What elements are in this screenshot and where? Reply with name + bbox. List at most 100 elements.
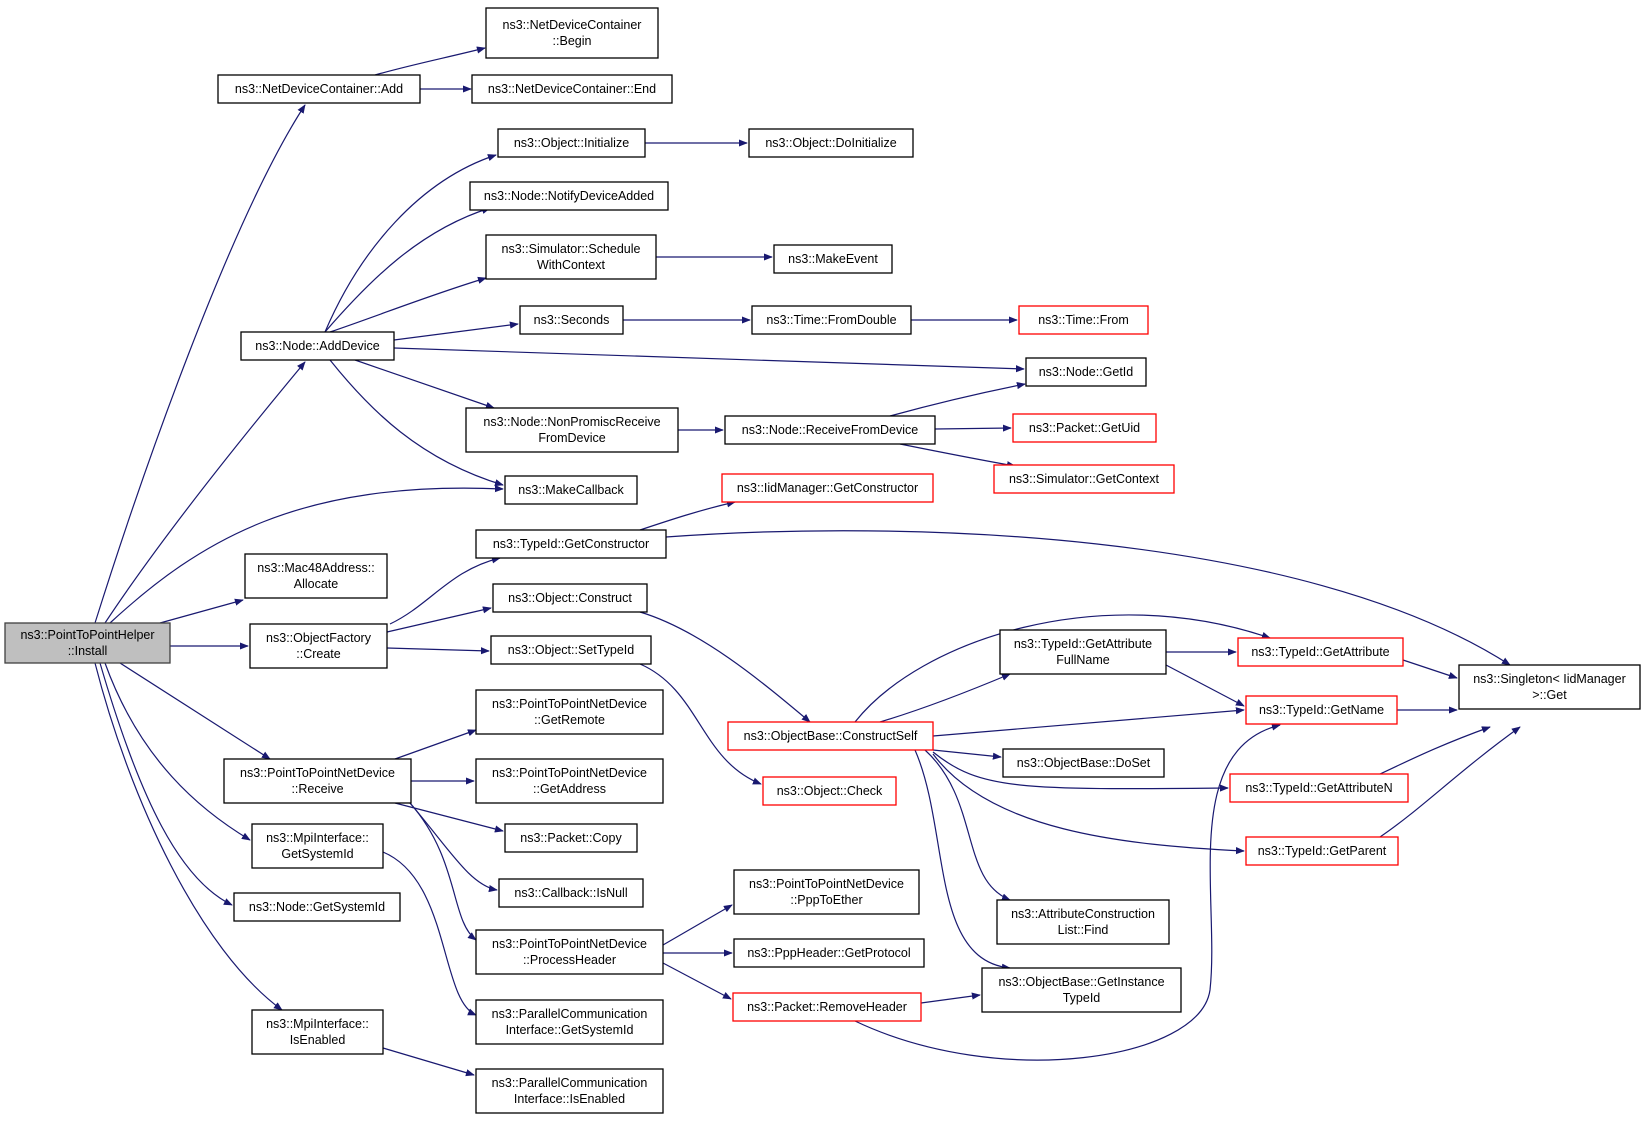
- edge-adddevice-to-nonpromisc: [354, 359, 495, 409]
- node-ndc_add[interactable]: ns3::NetDeviceContainer::Add: [217, 74, 421, 104]
- node-pppgetproto[interactable]: ns3::PppHeader::GetProtocol: [733, 938, 925, 968]
- node-label-line: ns3::Packet::RemoveHeader: [747, 1000, 907, 1014]
- node-mpi_isenabled[interactable]: ns3::MpiInterface::IsEnabled: [251, 1009, 384, 1055]
- node-objfactory[interactable]: ns3::ObjectFactory::Create: [249, 623, 388, 669]
- node-objcheck[interactable]: ns3::Object::Check: [762, 776, 897, 806]
- node-obj_doinit[interactable]: ns3::Object::DoInitialize: [748, 128, 914, 158]
- node-getcontext[interactable]: ns3::Simulator::GetContext: [993, 464, 1175, 494]
- edge-objfactory-to-tid_getctor: [389, 556, 501, 625]
- node-box: [1025, 357, 1147, 387]
- node-box: [249, 623, 388, 669]
- node-label-line: ns3::Object::DoInitialize: [765, 136, 896, 150]
- node-getparent[interactable]: ns3::TypeId::GetParent: [1245, 836, 1399, 866]
- node-constructself[interactable]: ns3::ObjectBase::ConstructSelf: [727, 721, 934, 751]
- node-box: [1018, 305, 1149, 335]
- node-iidgetctor[interactable]: ns3::IidManager::GetConstructor: [721, 473, 934, 503]
- node-label-line: ns3::Node::AddDevice: [255, 339, 379, 353]
- node-parallel_getsys[interactable]: ns3::ParallelCommunicationInterface::Get…: [475, 999, 664, 1045]
- node-doset[interactable]: ns3::ObjectBase::DoSet: [1002, 748, 1165, 778]
- edge-mpi_getsys-to-parallel_getsys: [382, 851, 477, 1016]
- edges-layer: [94, 46, 1521, 1077]
- node-label-line: ::Receive: [291, 782, 343, 796]
- node-receive[interactable]: ns3::PointToPointNetDevice::Receive: [223, 758, 412, 804]
- node-label-line: ns3::Packet::Copy: [520, 831, 622, 845]
- edge-install-to-ndc_add: [94, 104, 306, 624]
- node-box: [721, 473, 934, 503]
- node-label-line: ns3::PointToPointNetDevice: [240, 766, 395, 780]
- node-box: [727, 721, 934, 751]
- edge-getattrn-to-singleton: [1379, 726, 1491, 775]
- node-label-line: ::Begin: [553, 34, 592, 48]
- node-obj_init[interactable]: ns3::Object::Initialize: [497, 128, 646, 158]
- node-label-line: ns3::Seconds: [534, 313, 610, 327]
- node-makecallback[interactable]: ns3::MakeCallback: [504, 475, 638, 505]
- node-label-line: ns3::Object::Initialize: [514, 136, 629, 150]
- node-label-line: Interface::GetSystemId: [506, 1023, 634, 1037]
- node-getremote[interactable]: ns3::PointToPointNetDevice::GetRemote: [475, 689, 664, 735]
- node-ppptoether[interactable]: ns3::PointToPointNetDevice::PppToEther: [733, 869, 920, 915]
- node-label-line: ns3::NetDeviceContainer::Add: [235, 82, 403, 96]
- node-packetcopy[interactable]: ns3::Packet::Copy: [504, 823, 638, 853]
- node-label-line: ns3::PointToPointNetDevice: [492, 697, 647, 711]
- node-getattr[interactable]: ns3::TypeId::GetAttribute: [1237, 637, 1404, 667]
- node-isnull[interactable]: ns3::Callback::IsNull: [498, 878, 644, 908]
- node-notify[interactable]: ns3::Node::NotifyDeviceAdded: [469, 181, 669, 211]
- node-tid_getctor[interactable]: ns3::TypeId::GetConstructor: [475, 529, 667, 559]
- edge-receive-to-getremote: [394, 729, 477, 760]
- node-singleton[interactable]: ns3::Singleton< IidManager>::Get: [1458, 664, 1641, 710]
- node-getaddress[interactable]: ns3::PointToPointNetDevice::GetAddress: [475, 758, 664, 804]
- edge-install-to-node_getsys: [99, 662, 233, 906]
- node-box: [1002, 748, 1165, 778]
- node-box: [223, 758, 412, 804]
- node-fromdouble[interactable]: ns3::Time::FromDouble: [751, 305, 912, 335]
- node-getid[interactable]: ns3::Node::GetId: [1025, 357, 1147, 387]
- node-settypeid[interactable]: ns3::Object::SetTypeId: [490, 635, 652, 665]
- node-label-line: GetSystemId: [281, 847, 353, 861]
- node-recvfromdev[interactable]: ns3::Node::ReceiveFromDevice: [724, 415, 936, 445]
- node-makeevent[interactable]: ns3::MakeEvent: [773, 244, 893, 274]
- node-getname[interactable]: ns3::TypeId::GetName: [1245, 695, 1398, 725]
- node-objconstruct[interactable]: ns3::Object::Construct: [492, 583, 648, 613]
- edge-getattr-to-singleton: [1402, 659, 1458, 679]
- node-label-line: FromDevice: [538, 431, 605, 445]
- node-box: [1229, 773, 1409, 803]
- edge-adddevice-to-seconds: [393, 321, 519, 341]
- node-label-line: ::Install: [68, 644, 108, 658]
- edge-objfactory-to-objconstruct: [386, 606, 492, 633]
- node-getuid[interactable]: ns3::Packet::GetUid: [1012, 413, 1157, 443]
- node-label-line: Interface::IsEnabled: [514, 1092, 625, 1106]
- node-ndc_end[interactable]: ns3::NetDeviceContainer::End: [471, 74, 673, 104]
- node-parallel_isenabled[interactable]: ns3::ParallelCommunicationInterface::IsE…: [475, 1068, 664, 1114]
- edge-processheader-to-removeheader: [662, 962, 732, 1000]
- node-label-line: ns3::TypeId::GetParent: [1258, 844, 1387, 858]
- node-box: [492, 583, 648, 613]
- node-timefrom[interactable]: ns3::Time::From: [1018, 305, 1149, 335]
- node-box: [504, 475, 638, 505]
- node-label-line: ns3::ObjectBase::ConstructSelf: [744, 729, 918, 743]
- node-box: [1237, 637, 1404, 667]
- node-label-line: ns3::Node::GetId: [1039, 365, 1134, 379]
- node-adddevice[interactable]: ns3::Node::AddDevice: [240, 331, 395, 361]
- node-processheader[interactable]: ns3::PointToPointNetDevice::ProcessHeade…: [475, 929, 664, 975]
- node-mpi_getsys[interactable]: ns3::MpiInterface::GetSystemId: [251, 823, 384, 869]
- node-box: [733, 938, 925, 968]
- edge-adddevice-to-makecallback: [329, 359, 504, 487]
- node-install[interactable]: ns3::PointToPointHelper::Install: [4, 622, 171, 664]
- node-removeheader[interactable]: ns3::Packet::RemoveHeader: [732, 992, 922, 1022]
- node-seconds[interactable]: ns3::Seconds: [519, 305, 624, 335]
- edge-install-to-mpi_isenabled: [94, 662, 283, 1011]
- node-box: [475, 999, 664, 1045]
- node-node_getsys[interactable]: ns3::Node::GetSystemId: [233, 892, 401, 922]
- node-box: [1012, 413, 1157, 443]
- edge-mpi_isenabled-to-parallel_isenabled: [382, 1047, 475, 1077]
- node-ndc_begin[interactable]: ns3::NetDeviceContainer::Begin: [485, 7, 659, 59]
- node-getattrn[interactable]: ns3::TypeId::GetAttributeN: [1229, 773, 1409, 803]
- node-label-line: ns3::Object::Check: [777, 784, 883, 798]
- node-mac48[interactable]: ns3::Mac48Address::Allocate: [244, 553, 388, 599]
